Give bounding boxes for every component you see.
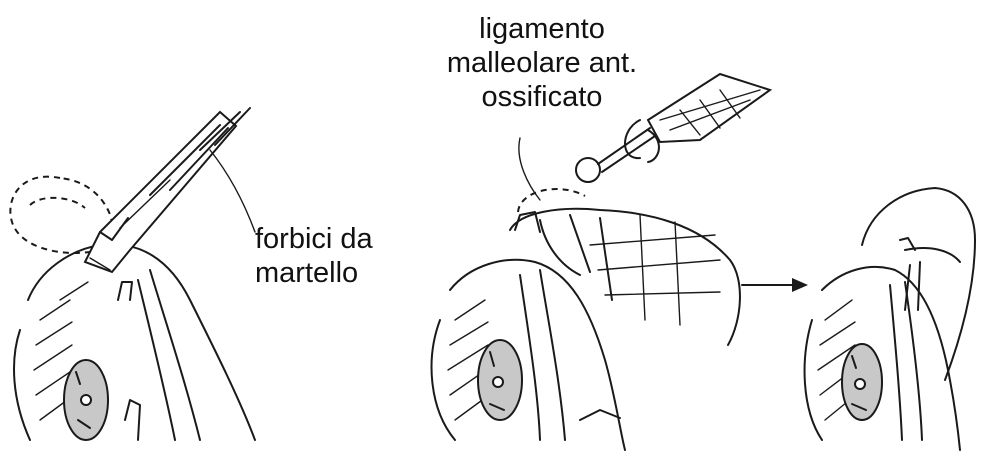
canal-wall-left [14, 330, 30, 440]
label-ossified-ligament: ligamento malleolare ant. ossificato [430, 12, 654, 114]
label-ossified-ligament-line1: ligamento [430, 12, 654, 46]
leader-line-ligament [519, 138, 540, 200]
stapes-footplate-left [64, 360, 108, 440]
label-malleus-scissors-line2: martello [255, 256, 373, 290]
stapes-footplate-right [842, 344, 882, 420]
panel-right-result [805, 188, 975, 450]
arrow-right-icon [742, 278, 808, 292]
malleus-head-middle [510, 209, 740, 345]
malleus-scissors [85, 108, 250, 272]
stapes-footplate-middle [478, 340, 522, 420]
label-ossified-ligament-line2: malleolare ant. [430, 46, 654, 80]
leader-line-scissors [210, 150, 255, 232]
label-malleus-scissors: forbici da martello [255, 222, 373, 290]
tympanic-outline-left [28, 244, 255, 440]
label-malleus-scissors-line1: forbici da [255, 222, 373, 256]
label-ossified-ligament-line3: ossificato [430, 80, 654, 114]
panel-left-malleus-scissors [10, 108, 255, 440]
panel-middle-burr [432, 74, 808, 450]
tympanic-outline-middle [450, 260, 625, 450]
